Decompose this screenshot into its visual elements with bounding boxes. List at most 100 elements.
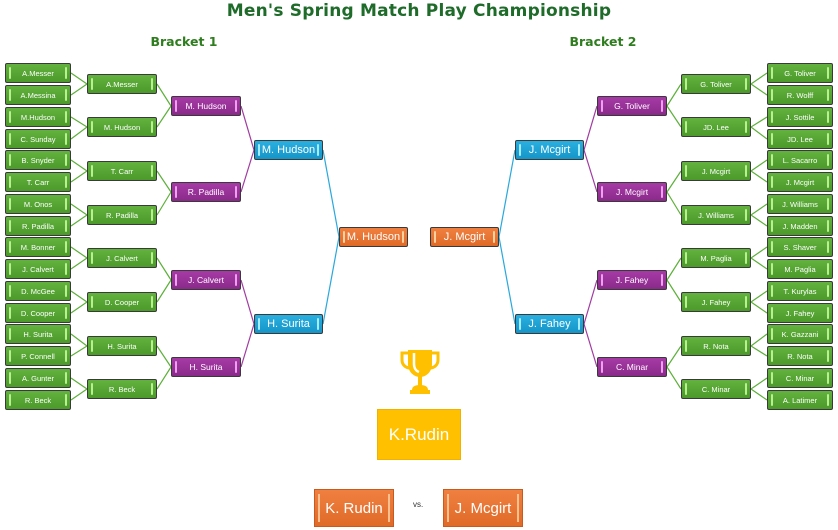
bracket1-round1-slot: M. Bonner [5, 237, 71, 257]
bracket1-round2-slot: R. Padilla [87, 205, 157, 225]
bracket1-connector [322, 236, 340, 325]
bracket2-connector [750, 214, 768, 227]
bracket1-round1-slot: M. Onos [5, 194, 71, 214]
bracket1-connector [156, 105, 172, 128]
bracket1-connector [70, 246, 88, 259]
bracket2-round1-slot: J. Fahey [767, 303, 833, 323]
bracket1-connector [156, 345, 172, 368]
bracket-2-label: Bracket 2 [569, 34, 637, 49]
bracket1-connector [240, 279, 255, 325]
bracket2-round1-slot: C. Minar [767, 368, 833, 388]
bracket2-round3-slot: C. Minar [597, 357, 667, 377]
bracket2-round1-slot: J. Sottile [767, 107, 833, 127]
bracket1-connector [70, 159, 88, 172]
bracket1-connector [70, 333, 88, 347]
bracket1-connector [70, 72, 88, 85]
bracket1-connector [156, 257, 172, 281]
bracket1-round2-slot: M. Hudson [87, 117, 157, 137]
bracket1-connector [70, 116, 88, 128]
bracket2-round3-slot: J. Mcgirt [597, 182, 667, 202]
bracket2-connector [750, 72, 768, 85]
bracket1-round1-slot: R. Beck [5, 390, 71, 410]
bracket2-connector [666, 345, 682, 368]
bracket2-connector [666, 170, 682, 193]
bracket2-round2-slot: C. Minar [681, 379, 751, 399]
bracket2-connector [583, 149, 598, 193]
bracket2-round1-slot: T. Kurylas [767, 281, 833, 301]
bracket1-round2-slot: J. Calvert [87, 248, 157, 268]
bracket1-connector [70, 83, 88, 96]
bracket2-round2-slot: J. Williams [681, 205, 751, 225]
bracket1-round1-slot: R. Padilla [5, 216, 71, 236]
bracket1-round1-slot: M.Hudson [5, 107, 71, 127]
final-player-1: K. Rudin [314, 489, 394, 527]
final-player-2: J. Mcgirt [443, 489, 523, 527]
bracket1-round2-slot: R. Beck [87, 379, 157, 399]
bracket1-connector [240, 149, 255, 193]
bracket1-round1-slot: B. Snyder [5, 150, 71, 170]
bracket2-round1-slot: S. Shaver [767, 237, 833, 257]
bracket2-connector [666, 279, 682, 303]
bracket2-connector [666, 83, 682, 107]
page-title: Men's Spring Match Play Championship [226, 1, 612, 21]
bracket1-round3-slot: J. Calvert [171, 270, 241, 290]
bracket2-round2-slot: J. Mcgirt [681, 161, 751, 181]
bracket1-winner: M. Hudson [339, 227, 408, 247]
bracket2-round1-slot: A. Latimer [767, 390, 833, 410]
bracket2-connector [750, 290, 768, 303]
bracket1-round1-slot: J. Calvert [5, 259, 71, 279]
bracket1-round2-slot: T. Carr [87, 161, 157, 181]
bracket2-round1-slot: G. Toliver [767, 63, 833, 83]
bracket2-connector [750, 83, 768, 96]
bracket1-round3-slot: R. Padilla [171, 182, 241, 202]
bracket2-connector [750, 159, 768, 172]
bracket2-round1-slot: K. Gazzani [767, 324, 833, 344]
bracket1-connector [70, 257, 88, 270]
trophy-icon [400, 350, 440, 394]
bracket1-round3-slot: H. Surita [171, 357, 241, 377]
bracket1-connector [156, 279, 172, 303]
bracket1-round1-slot: T. Carr [5, 172, 71, 192]
bracket1-round1-slot: A.Messer [5, 63, 71, 83]
bracket1-connector [70, 170, 88, 183]
bracket1-connector [240, 105, 255, 151]
bracket2-round4-slot: J. Mcgirt [515, 140, 584, 160]
bracket1-round2-slot: A.Messer [87, 74, 157, 94]
bracket2-connector [583, 105, 598, 151]
bracket1-connector [156, 366, 172, 390]
bracket2-connector [583, 279, 598, 325]
bracket2-round2-slot: J. Fahey [681, 292, 751, 312]
bracket1-round4-slot: M. Hudson [254, 140, 323, 160]
champion-box: K.Rudin [377, 409, 461, 460]
bracket2-round1-slot: J. Madden [767, 216, 833, 236]
bracket1-connector [322, 149, 340, 238]
bracket2-connector [666, 191, 682, 216]
bracket1-round1-slot: A. Gunter [5, 368, 71, 388]
bracket1-connector [156, 170, 172, 193]
bracket-1-label: Bracket 1 [150, 34, 218, 49]
bracket2-connector [750, 301, 768, 314]
bracket2-connector [666, 257, 682, 281]
bracket2-round1-slot: J. Mcgirt [767, 172, 833, 192]
bracket1-round1-slot: A.Messina [5, 85, 71, 105]
bracket1-round1-slot: H. Surita [5, 324, 71, 344]
bracket1-connector [70, 377, 88, 390]
bracket2-connector [666, 105, 682, 128]
bracket2-connector [750, 333, 768, 347]
bracket1-connector [70, 290, 88, 303]
bracket1-round2-slot: D. Cooper [87, 292, 157, 312]
bracket2-connector [583, 323, 598, 368]
bracket2-round1-slot: J. Williams [767, 194, 833, 214]
bracket1-connector [70, 301, 88, 314]
bracket2-round3-slot: G. Toliver [597, 96, 667, 116]
bracket1-round2-slot: H. Surita [87, 336, 157, 356]
bracket1-round1-slot: P. Connell [5, 346, 71, 366]
vs-label: vs. [413, 500, 424, 509]
bracket1-connector [70, 126, 88, 140]
bracket2-connector [750, 388, 768, 401]
bracket1-connector [70, 388, 88, 401]
bracket2-round1-slot: JD. Lee [767, 129, 833, 149]
bracket2-connector [750, 246, 768, 259]
